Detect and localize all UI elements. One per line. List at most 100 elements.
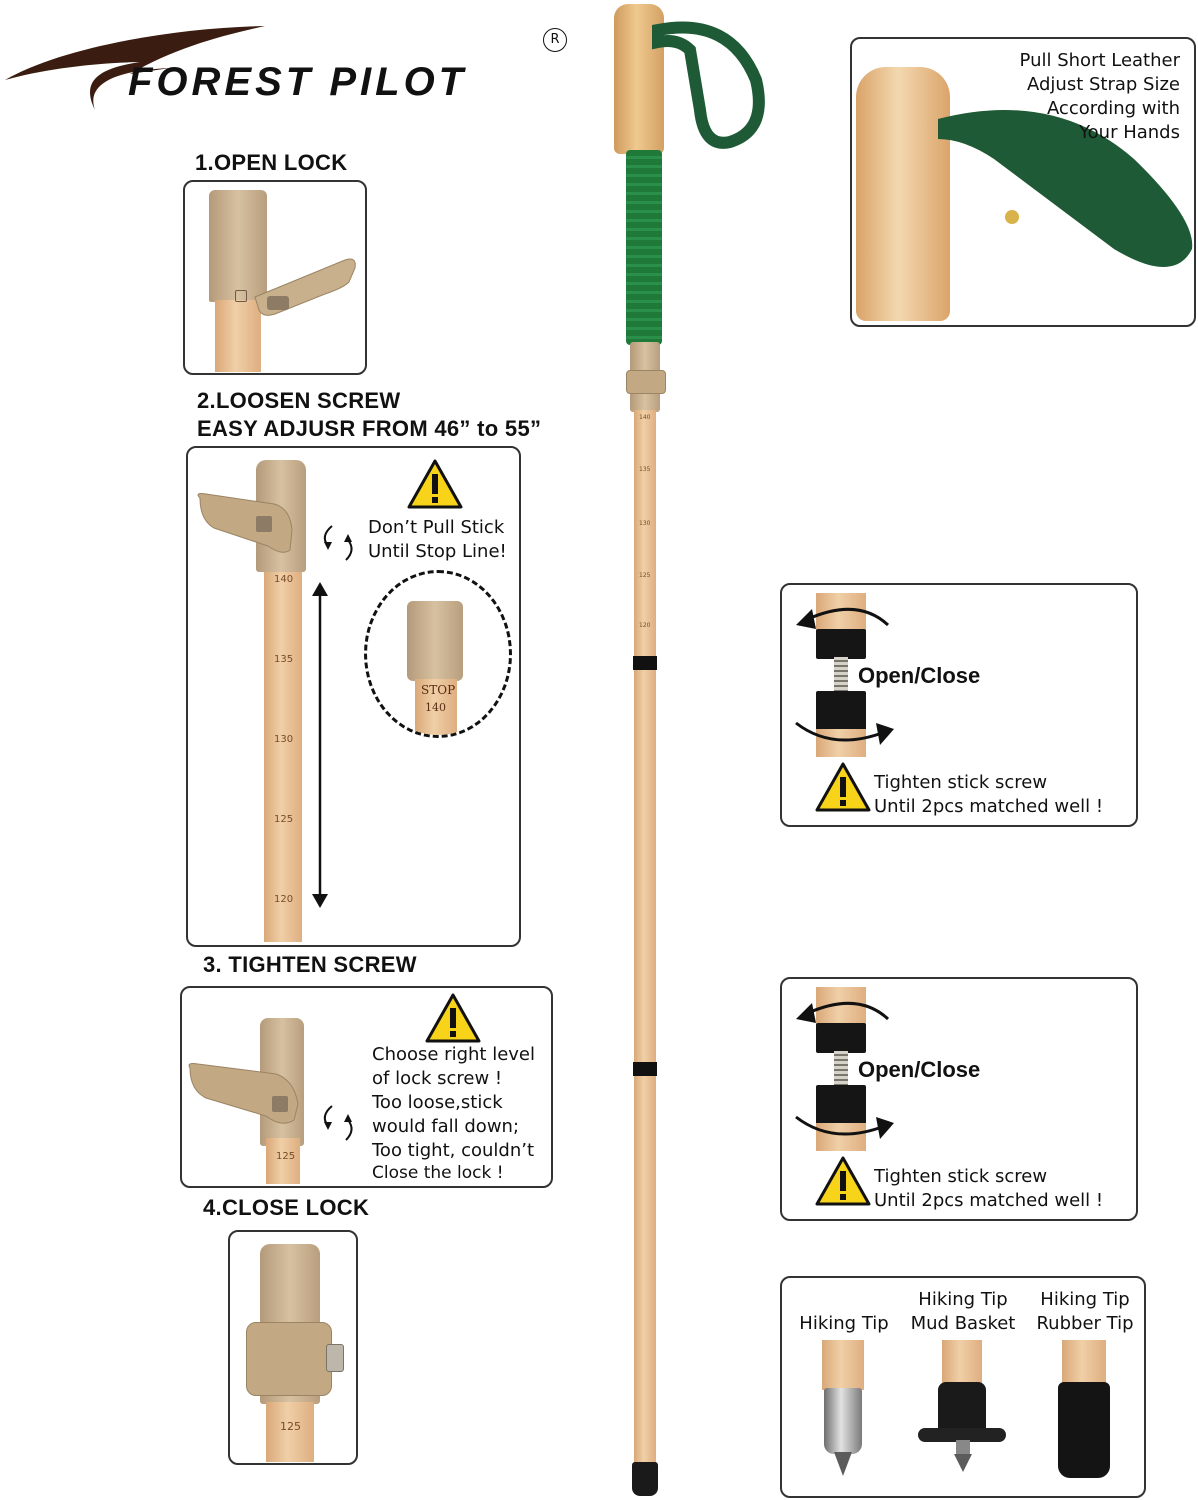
lock-warning-line: Too tight, couldn’t bbox=[372, 1140, 535, 1161]
step1-panel bbox=[183, 180, 367, 375]
pole-shaft bbox=[634, 410, 656, 1465]
step4-panel: 125 bbox=[228, 1230, 358, 1465]
scale-mark-125: 125 bbox=[280, 1420, 301, 1433]
step3-heading: 3. TIGHTEN SCREW bbox=[203, 952, 417, 977]
strap-instruction-line: According with bbox=[1046, 98, 1180, 119]
upper-ferrule bbox=[816, 1023, 866, 1053]
scale-mark-125: 125 bbox=[276, 1151, 296, 1162]
pole-mark: 130 bbox=[639, 520, 651, 527]
stop-warning-line1: Don’t Pull Stick bbox=[368, 517, 505, 538]
tip-pole bbox=[1062, 1340, 1106, 1390]
lock-warning-line: Close the lock ! bbox=[372, 1163, 504, 1183]
stop-line-zoom: STOP 140 bbox=[364, 570, 512, 738]
warning-icon bbox=[815, 1156, 871, 1206]
lock-lever-open-icon bbox=[197, 493, 293, 553]
stop-label: STOP bbox=[421, 683, 456, 697]
lock-lever bbox=[626, 370, 666, 394]
pole-mark: 140 bbox=[639, 414, 651, 421]
lock-warning-line: Choose right level bbox=[372, 1044, 535, 1065]
step2-heading-line1: 2.LOOSEN SCREW bbox=[197, 388, 401, 413]
lock-warning-line: Too loose,stick bbox=[372, 1092, 503, 1113]
screw-note-line2: Until 2pcs matched well ! bbox=[874, 796, 1104, 817]
open-close-label: Open/Close bbox=[858, 1057, 981, 1082]
wooden-grip-closeup bbox=[856, 67, 950, 321]
pole-segment bbox=[215, 300, 261, 372]
scale-mark-120: 120 bbox=[274, 894, 294, 905]
strap-instruction-line: Pull Short Leather bbox=[1019, 50, 1180, 71]
step2-heading-line2: EASY ADJUSR FROM 46” to 55” bbox=[197, 416, 542, 441]
screw-note-line1: Tighten stick screw bbox=[874, 1166, 1048, 1187]
upper-ferrule bbox=[816, 629, 866, 659]
carbide-point-icon bbox=[834, 1452, 852, 1476]
lower-segment bbox=[816, 729, 866, 757]
lower-segment bbox=[816, 1123, 866, 1151]
lock-lever-open-icon bbox=[254, 258, 356, 316]
screw-note-line2: Until 2pcs matched well ! bbox=[874, 1190, 1104, 1211]
stop-warning-line2: Until Stop Line! bbox=[368, 541, 507, 562]
scale-mark-125: 125 bbox=[274, 814, 294, 825]
warning-icon bbox=[407, 459, 463, 509]
zoom-pole bbox=[415, 679, 457, 735]
swoosh-icon bbox=[5, 26, 265, 110]
mud-basket bbox=[938, 1382, 986, 1436]
lower-ferrule bbox=[816, 691, 866, 731]
pole-mark: 120 bbox=[639, 622, 651, 629]
scale-mark-130: 130 bbox=[274, 734, 294, 745]
length-arrow-icon bbox=[312, 582, 328, 908]
screw-panel: Open/Close Tighten stick screw Until 2pc… bbox=[780, 583, 1138, 827]
lock-screw bbox=[326, 1344, 344, 1372]
rotate-arrow-icon bbox=[795, 1115, 894, 1139]
step3-panel: 125 Choose right level of lock screw ! T… bbox=[180, 986, 553, 1188]
open-close-label: Open/Close bbox=[858, 663, 981, 688]
tip-label-line2: Mud Basket bbox=[910, 1313, 1016, 1334]
carbide-point-icon bbox=[954, 1440, 972, 1472]
lower-ferrule bbox=[816, 1085, 866, 1125]
wrist-strap-icon bbox=[652, 21, 765, 149]
screw-thread bbox=[834, 657, 848, 693]
lock-warning-line: would fall down; bbox=[372, 1116, 520, 1137]
lock-lever-closed bbox=[246, 1322, 332, 1396]
registered-mark: R bbox=[543, 28, 567, 52]
strap-panel: Pull Short Leather Adjust Strap Size Acc… bbox=[850, 37, 1196, 327]
rotate-arrows-icon bbox=[323, 525, 353, 561]
scale-mark-135: 135 bbox=[274, 654, 294, 665]
tip-pole bbox=[822, 1340, 864, 1390]
zoom-lock-sleeve bbox=[407, 601, 463, 681]
foam-grip bbox=[626, 150, 662, 345]
rubber-tip bbox=[632, 1462, 658, 1496]
brand-name: FOREST PILOT bbox=[128, 60, 468, 104]
scale-mark-140: 140 bbox=[274, 574, 294, 585]
step2-panel: 140 135 130 125 120 Don’t Pull Stick Unt… bbox=[186, 446, 521, 947]
tip-label-line1: Hiking Tip bbox=[918, 1289, 1008, 1310]
pole-mark: 125 bbox=[639, 572, 651, 579]
strap-instruction-line: Adjust Strap Size bbox=[1027, 74, 1180, 95]
joint-band bbox=[633, 656, 657, 670]
tips-panel: Hiking Tip Hiking Tip Mud Basket Hiking … bbox=[780, 1276, 1146, 1498]
joint-band bbox=[633, 1062, 657, 1076]
rotate-arrows-icon bbox=[323, 1105, 353, 1141]
pole-mark: 135 bbox=[639, 466, 651, 473]
tip-label-line2: Hiking Tip bbox=[799, 1313, 889, 1334]
pole-segment bbox=[264, 572, 302, 942]
lock-lever-open-icon bbox=[188, 1063, 299, 1124]
pole-segment bbox=[266, 1402, 314, 1462]
warning-icon bbox=[815, 762, 871, 812]
lock-button bbox=[235, 290, 247, 302]
screw-note-line1: Tighten stick screw bbox=[874, 772, 1048, 793]
trekking-pole: 140 135 130 125 120 bbox=[600, 0, 690, 1500]
step4-heading: 4.CLOSE LOCK bbox=[203, 1195, 370, 1220]
rubber-tip bbox=[1058, 1382, 1110, 1478]
brand-logo: FOREST PILOT R bbox=[0, 18, 580, 118]
warning-icon bbox=[425, 993, 481, 1043]
step1-heading: 1.OPEN LOCK bbox=[195, 150, 348, 175]
lock-warning-line: of lock screw ! bbox=[372, 1068, 503, 1089]
rotate-arrow-icon bbox=[796, 1001, 890, 1023]
tip-pole bbox=[942, 1340, 982, 1390]
steel-tip bbox=[824, 1388, 862, 1454]
stop-mark: 140 bbox=[425, 701, 446, 714]
screw-panel: Open/Close Tighten stick screw Until 2pc… bbox=[780, 977, 1138, 1221]
tip-label-line2: Rubber Tip bbox=[1036, 1313, 1134, 1334]
screw-thread bbox=[834, 1051, 848, 1087]
leather-strap-icon bbox=[938, 110, 1193, 267]
rotate-arrow-icon bbox=[796, 607, 890, 629]
